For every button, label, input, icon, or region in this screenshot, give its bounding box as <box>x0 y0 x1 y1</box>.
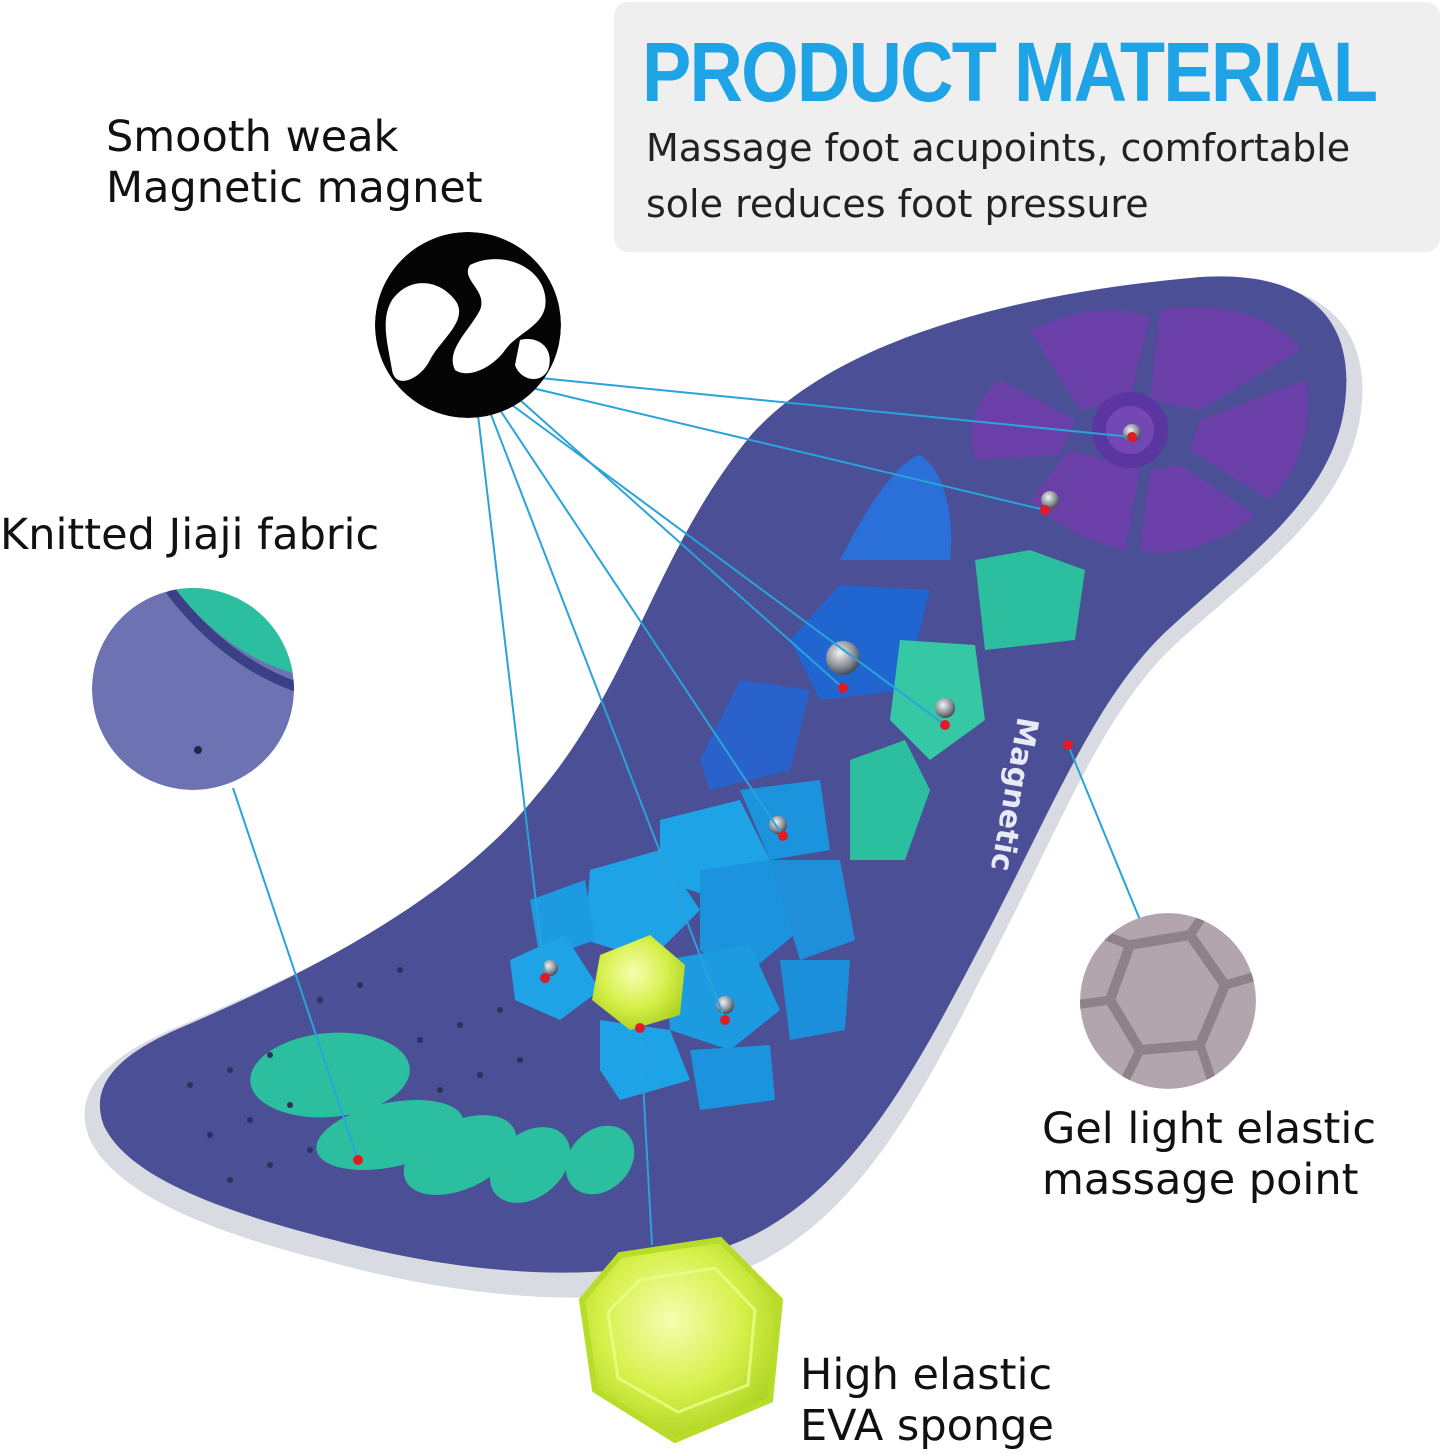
arch-massage-pads <box>700 455 1085 860</box>
gel-callout-line-1: Gel light elastic <box>1042 1104 1376 1154</box>
magnet-callout-label: Smooth weak Magnetic magnet <box>106 112 483 213</box>
magnet-callout-line-2: Magnetic magnet <box>106 162 483 213</box>
eva-callout-line-2: EVA sponge <box>800 1400 1054 1451</box>
banner-subtitle-line-2: sole reduces foot pressure <box>646 182 1149 226</box>
heel-massage-pads <box>971 307 1309 554</box>
banner-subtitle: Massage foot acupoints, comfortable sole… <box>646 120 1436 232</box>
gel-callout-label: Gel light elastic massage point <box>1042 1104 1376 1205</box>
gel-callout-line-2: massage point <box>1042 1154 1359 1205</box>
marker-dots <box>353 432 1137 1165</box>
product-material-banner: PRODUCT MATERIAL Massage foot acupoints,… <box>614 2 1440 252</box>
banner-subtitle-line-1: Massage foot acupoints, comfortable <box>646 126 1351 170</box>
eva-callout-label: High elastic EVA sponge <box>800 1350 1054 1451</box>
magnet-callout-line-1: Smooth weak <box>106 112 399 162</box>
eva-gel-insert <box>592 935 685 1030</box>
forefoot-massage-pads <box>510 780 855 1110</box>
fabric-callout-label: Knitted Jiaji fabric <box>0 510 379 561</box>
fabric-closeup <box>92 588 294 790</box>
insole-magnets <box>542 424 1141 1014</box>
eva-sponge-closeup <box>578 1236 784 1444</box>
eva-callout-line-1: High elastic <box>800 1350 1053 1400</box>
magnet-closeup <box>375 232 561 418</box>
insole: Magnetic <box>84 276 1363 1298</box>
gel-closeup <box>1080 913 1256 1089</box>
ventilation-holes <box>187 967 523 1183</box>
fabric-callout-line-1: Knitted Jiaji fabric <box>0 510 380 560</box>
banner-title: PRODUCT MATERIAL <box>642 25 1378 119</box>
callout-lines <box>232 377 1141 1246</box>
